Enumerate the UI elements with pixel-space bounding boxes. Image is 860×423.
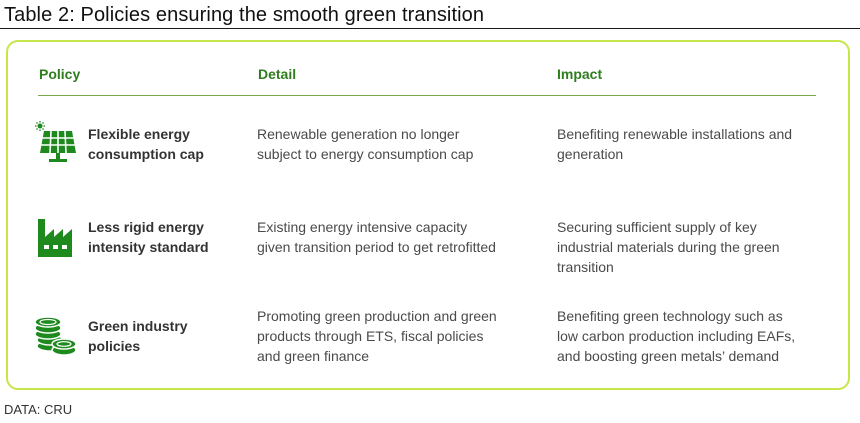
header-impact: Impact	[557, 66, 603, 82]
solar-panel-icon	[34, 121, 78, 165]
table-title: Table 2: Policies ensuring the smooth gr…	[4, 4, 485, 26]
header-policy: Policy	[39, 66, 81, 82]
title-divider	[0, 28, 860, 29]
factory-icon	[34, 215, 78, 259]
table-card	[6, 40, 850, 390]
source-note: DATA: CRU	[4, 402, 73, 417]
header-detail: Detail	[258, 66, 297, 82]
coins-icon	[34, 314, 78, 358]
header-divider	[38, 95, 816, 96]
